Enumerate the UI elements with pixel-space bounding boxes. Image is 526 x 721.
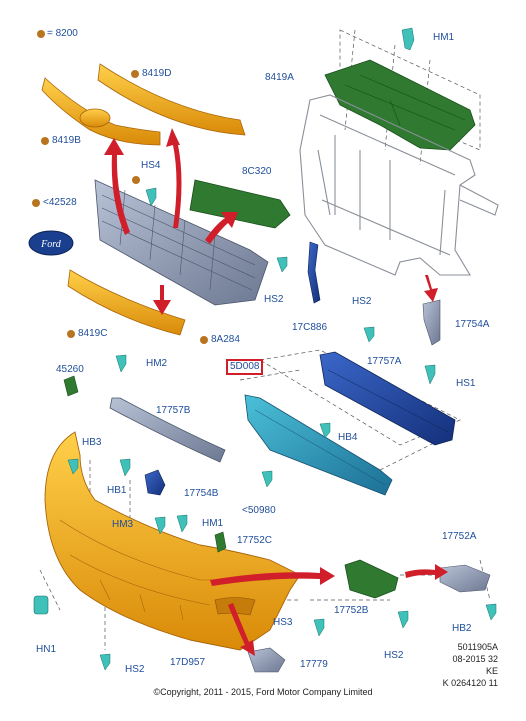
part-17754B-bracket — [144, 469, 166, 496]
dot-8419B — [41, 137, 49, 145]
label-17D957: 17D957 — [170, 657, 206, 668]
part-8419A-panel — [324, 59, 476, 151]
meta-line-2: 08-2015 32 — [452, 654, 498, 664]
label-8A284: 8A284 — [211, 334, 240, 345]
label-8419B: 8419B — [52, 135, 81, 146]
label-17757A: 17757A — [367, 356, 402, 367]
part-8C320-deflector — [189, 179, 291, 229]
dot-42528 — [32, 199, 40, 207]
label-HS1: HS1 — [456, 378, 476, 389]
label-HB2: HB2 — [452, 623, 472, 634]
fasteners — [67, 27, 497, 671]
label-17752B: 17752B — [334, 605, 369, 616]
part-8419C-strip — [67, 269, 186, 336]
grille-bars — [101, 189, 256, 291]
label-8419D: 8419D — [142, 68, 172, 79]
ford-emblem — [28, 230, 74, 256]
meta-line-4: K 0264120 11 — [442, 678, 498, 688]
label-17757B: 17757B — [156, 405, 191, 416]
label-17754A: 17754A — [455, 319, 490, 330]
label-HB1: HB1 — [107, 485, 127, 496]
part-17754A-bracket — [422, 299, 441, 346]
label-HB3: HB3 — [82, 437, 102, 448]
assembly-arrows — [104, 128, 448, 656]
ford-emblem-script: Ford — [40, 239, 62, 250]
bumper-fog-lamp-opening — [214, 597, 256, 616]
label-17754B: 17754B — [184, 488, 219, 499]
part-radiator-support — [299, 94, 499, 276]
label-HS3: HS3 — [273, 617, 293, 628]
part-45260-bracket — [63, 375, 79, 397]
dot-8A284 — [200, 336, 208, 344]
part-HN1-nut — [33, 595, 49, 615]
part-8419D-strip — [97, 63, 246, 136]
label-8419A: 8419A — [265, 72, 294, 83]
meta-line-3: KE — [485, 666, 498, 676]
dot-8419D — [131, 70, 139, 78]
label-17779: 17779 — [300, 659, 328, 670]
label-HN1: HN1 — [36, 644, 57, 655]
part-8419B-emblem-ring — [79, 108, 111, 128]
label-HM1-top: HM1 — [433, 32, 455, 43]
label-17752C: 17752C — [237, 535, 273, 546]
label-17C886: 17C886 — [292, 322, 328, 333]
label-50980: <50980 — [242, 505, 276, 516]
label-HM2: HM2 — [146, 358, 168, 369]
meta-line-1: 5011905A — [457, 642, 498, 652]
label-42528: <42528 — [43, 197, 77, 208]
panel-ribs — [344, 74, 466, 131]
part-17C886-bracket — [307, 241, 321, 304]
dot-8419C — [67, 330, 75, 338]
label-5D008-highlight: 5D008 — [226, 359, 264, 375]
part-17779-lamp — [247, 647, 286, 673]
label-HS2-c: HS2 — [384, 650, 404, 661]
part-17752B-bracket — [344, 559, 399, 599]
label-45260: 45260 — [56, 364, 84, 375]
part-5D008-absorber — [244, 394, 393, 496]
part-17752C-bracket — [214, 531, 227, 553]
label-8419C: 8419C — [78, 328, 108, 339]
label-HS2-d: HS2 — [125, 664, 145, 675]
label-HB4: HB4 — [338, 432, 358, 443]
legend-dot — [37, 30, 45, 38]
part-17752A-bracket — [439, 564, 491, 593]
legend-equals-label: = 8200 — [47, 28, 78, 39]
part-17757A-beam — [319, 351, 456, 446]
label-HM1-bottom: HM1 — [202, 518, 224, 529]
label-HS2-b: HS2 — [352, 296, 372, 307]
copyright-notice: ©Copyright, 2011 - 2015, Ford Motor Comp… — [153, 687, 373, 697]
label-HM3: HM3 — [112, 519, 134, 530]
part-grille-body — [94, 179, 269, 306]
bumper-contours — [59, 519, 270, 621]
label-17752A: 17752A — [442, 531, 477, 542]
dot-HS4 — [132, 176, 140, 184]
label-8C320: 8C320 — [242, 166, 272, 177]
drawing-meta: 5011905A 08-2015 32 KE K 0264120 11 — [443, 641, 498, 689]
label-HS4: HS4 — [141, 160, 161, 171]
part-17D957-bumper — [44, 431, 301, 651]
part-17757B-bar — [109, 397, 226, 463]
label-HS2-a: HS2 — [264, 294, 284, 305]
